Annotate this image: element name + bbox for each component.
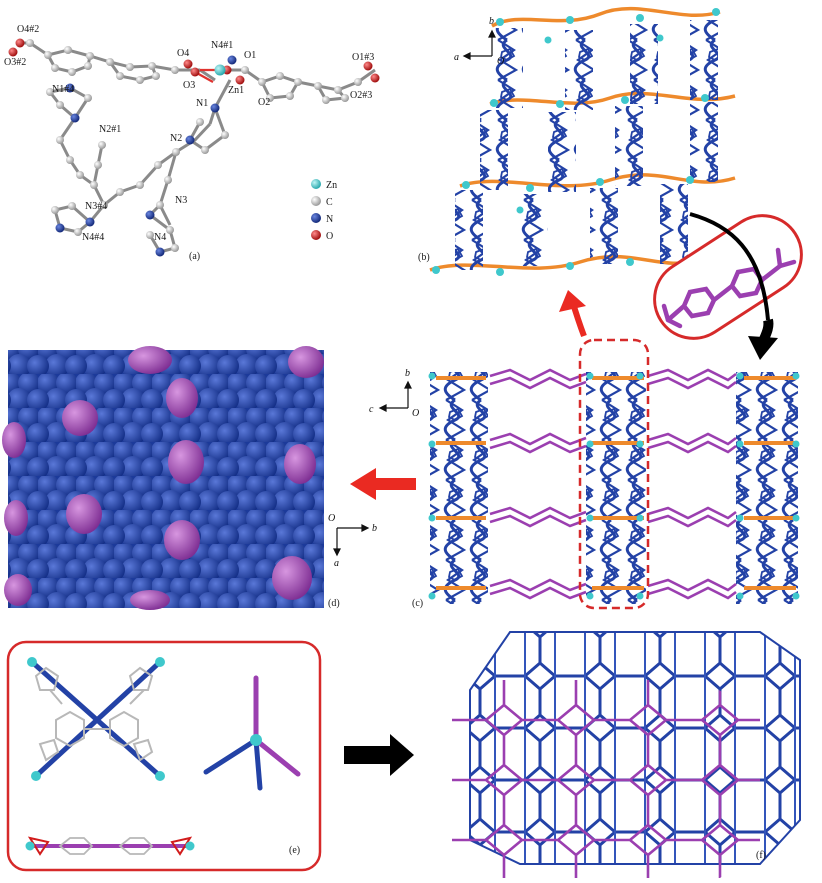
- label-o1-3: O1#3: [352, 52, 374, 63]
- panel-c-axis: [378, 380, 412, 412]
- red-arrow-c-to-b-head: [559, 290, 586, 312]
- space-filling-blue: [8, 350, 324, 608]
- magenta-net: [452, 680, 760, 878]
- panel-c-dashed-selection: [578, 338, 650, 610]
- panel-label-e: (e): [289, 845, 300, 856]
- legend-c-label: C: [326, 197, 333, 208]
- panel-c-axis-c: c: [369, 404, 374, 415]
- panel-label-f: (f): [756, 850, 766, 861]
- label-zn1: Zn1: [228, 85, 244, 96]
- linker-callout: [653, 212, 803, 360]
- panel-label-c: (c): [412, 598, 423, 609]
- panel-b-axis-origin: O: [497, 56, 504, 67]
- label-n4: N4: [154, 232, 166, 243]
- panel-c-zn-nodes: [428, 372, 800, 600]
- panel-e-tetrahedral-node: [203, 675, 301, 791]
- panel-e-tetrazole-ligand: [27, 657, 165, 781]
- panel-a-atom-labels: O4#2 O3#2 O4 N4#1 O1 O1#3 O3 Zn1 O2 O2#3…: [4, 24, 374, 243]
- panel-label-a: (a): [189, 251, 200, 262]
- label-o4: O4: [177, 48, 189, 59]
- label-o3-2: O3#2: [4, 57, 26, 68]
- panel-d-axis: [333, 524, 370, 557]
- panel-b-axis: [462, 29, 496, 60]
- panel-b-axis-b: b: [489, 16, 494, 27]
- space-filling-magenta: [2, 346, 324, 610]
- linker-callout-frame: [653, 214, 803, 340]
- panel-a-atoms: [8, 38, 380, 257]
- panel-label-b: (b): [418, 252, 430, 263]
- label-o4-2: O4#2: [17, 24, 39, 35]
- panel-label-d: (d): [328, 598, 340, 609]
- panel-c-blue-columns: [430, 372, 798, 604]
- panel-e-topology: (e): [6, 640, 322, 872]
- label-o1: O1: [244, 50, 256, 61]
- panel-a-asymmetric-unit: O4#2 O3#2 O4 N4#1 O1 O1#3 O3 Zn1 O2 O2#3…: [4, 24, 380, 262]
- legend-n-swatch: [311, 213, 321, 223]
- panel-b-2d-layer: b a O (b): [418, 6, 736, 276]
- panel-c-axis-origin: O: [412, 408, 419, 419]
- panel-c-orange-rows: [436, 376, 796, 590]
- legend-o-swatch: [311, 230, 321, 240]
- panel-c-axis-b: b: [405, 368, 410, 379]
- black-arrow-head: [748, 336, 778, 360]
- legend-c-swatch: [311, 196, 321, 206]
- panel-c-3d-packing: b c O (c): [369, 338, 800, 610]
- label-n4-1: N4#1: [211, 40, 233, 51]
- panel-b-axis-a: a: [454, 52, 459, 63]
- legend-n-label: N: [326, 214, 333, 225]
- black-arrow-e-to-f: [344, 734, 414, 776]
- label-o2-3: O2#3: [350, 90, 372, 101]
- label-n3-4: N3#4: [85, 201, 107, 212]
- panel-d-axis-b: b: [372, 523, 377, 534]
- panel-d-axis-origin: O: [328, 513, 335, 524]
- label-n1: N1: [196, 98, 208, 109]
- label-o2: O2: [258, 97, 270, 108]
- label-n3: N3: [175, 195, 187, 206]
- label-n2: N2: [170, 133, 182, 144]
- red-arrow-c-to-d: [350, 468, 416, 500]
- label-n4-4: N4#4: [82, 232, 104, 243]
- panel-d-axis-a: a: [334, 558, 339, 569]
- legend-zn-swatch: [311, 179, 321, 189]
- label-n1-4: N1#4: [52, 84, 74, 95]
- element-legend: Zn C N O: [311, 179, 337, 242]
- legend-zn-label: Zn: [326, 180, 337, 191]
- panel-e-frame: [6, 640, 322, 872]
- legend-o-label: O: [326, 231, 333, 242]
- black-curved-arrow-b-to-linker: [689, 212, 770, 321]
- panel-b-chains: [455, 20, 718, 270]
- label-o3: O3: [183, 80, 195, 91]
- panel-d-space-filling: O b a (d): [2, 346, 377, 610]
- panel-e-linear-linker: [25, 836, 195, 856]
- panel-f-interpenetrated-net: (f): [452, 631, 801, 878]
- panel-c-magenta-rows: [489, 368, 737, 600]
- label-n2-1: N2#1: [99, 124, 121, 135]
